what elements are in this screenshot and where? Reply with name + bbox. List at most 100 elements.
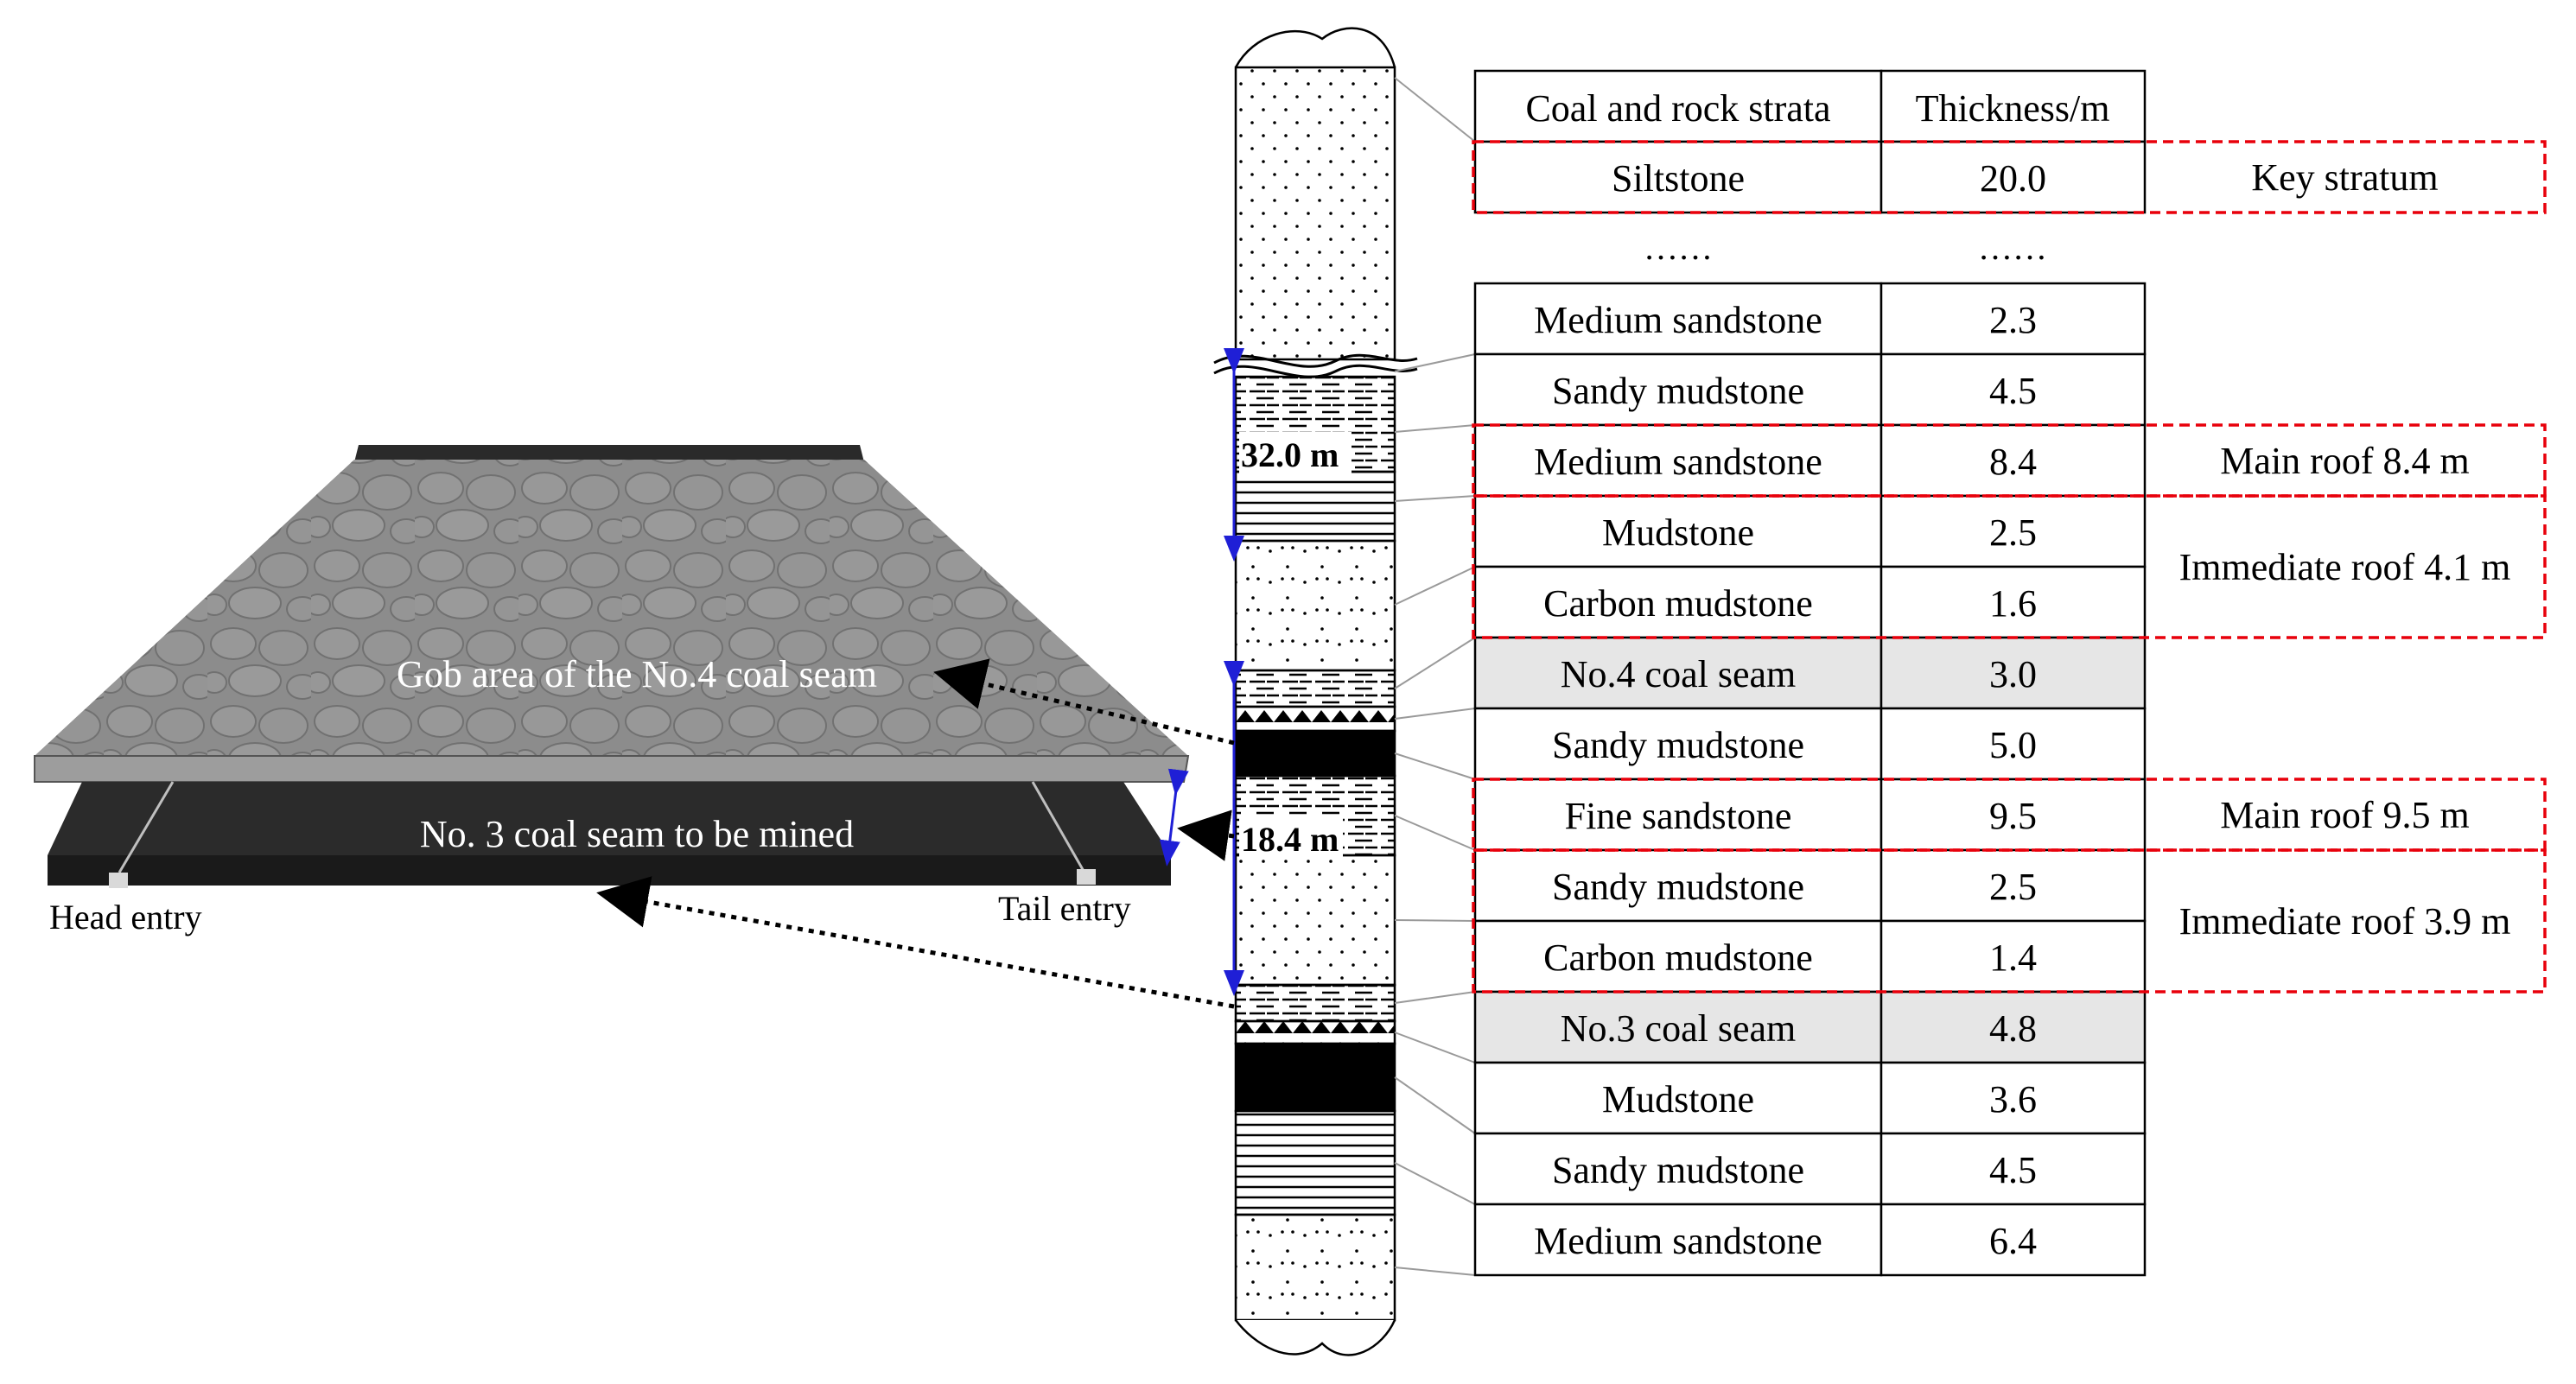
pointer-arrow-gap — [1177, 809, 1235, 861]
table-row-stratum: Sandy mudstone — [1552, 866, 1804, 908]
pointer-arrow-gob — [933, 658, 1235, 746]
layer-no4-coal — [1234, 729, 1396, 778]
layer-carbon-mudstone-1 — [1234, 705, 1396, 733]
table-row-stratum: No.4 coal seam — [1561, 653, 1796, 695]
table-row-thickness: 20.0 — [1980, 157, 2046, 200]
table-cell-thickness — [1880, 1203, 2147, 1277]
table-row-stratum: Sandy mudstone — [1552, 1149, 1804, 1191]
leader-line — [1394, 353, 1476, 372]
annotation-label: Main roof 8.4 m — [2220, 440, 2469, 482]
head-entry-label: Head entry — [49, 898, 202, 936]
table-row-thickness: 2.5 — [1989, 866, 2037, 908]
table-row-thickness: 8.4 — [1989, 441, 2037, 483]
leader-line — [1394, 1162, 1476, 1205]
leader-line — [1394, 495, 1476, 502]
table-cell-thickness — [1880, 1132, 2147, 1206]
table-cell-stratum — [1473, 1203, 1883, 1277]
table-cell-thickness — [1880, 848, 2147, 923]
annotation-label: Main roof 9.5 m — [2220, 794, 2469, 836]
table-row-thickness: 3.0 — [1989, 653, 2037, 695]
table-cell-thickness — [1880, 140, 2147, 214]
layer-sandstone-dotted-1 — [1234, 539, 1396, 672]
head-entry-marker — [109, 873, 128, 888]
table-row-stratum: Fine sandstone — [1565, 795, 1792, 837]
tail-entry-marker — [1077, 869, 1096, 885]
leader-line — [1394, 77, 1476, 143]
strata-column: 32.0 m 18.4 m — [1213, 27, 1418, 1356]
table-header-thickness: Thickness/m — [1916, 87, 2110, 130]
table-cell-stratum — [1473, 140, 1883, 214]
interval-upper-label: 32.0 m — [1241, 435, 1339, 474]
table-row-stratum: Carbon mudstone — [1543, 582, 1813, 625]
table-row-thickness: 5.0 — [1989, 724, 2037, 766]
table-row-stratum: No.3 coal seam — [1561, 1007, 1796, 1050]
table-cell-thickness — [1880, 1061, 2147, 1135]
annotation-label: Immediate roof 4.1 m — [2179, 546, 2511, 588]
pointer-arrow-seam — [596, 876, 1235, 1009]
seam-gap-arrow — [1159, 768, 1189, 867]
head-entry-line — [118, 781, 175, 873]
column-break-2 — [1213, 364, 1418, 378]
table-cell-stratum — [1473, 1132, 1883, 1206]
leader-line — [1394, 566, 1476, 606]
panel-3d: Gob area of the No.4 coal seam No. 3 coa… — [34, 445, 1190, 936]
table-row-stratum: Siltstone — [1612, 157, 1745, 200]
table-row-thickness: 2.3 — [1989, 299, 2037, 341]
gob-back-rim — [354, 445, 864, 462]
annotation-box — [1472, 848, 2547, 994]
table-cell-thickness — [1880, 636, 2147, 710]
layer-medium-sandstone-1 — [1234, 470, 1396, 543]
leader-line — [1394, 815, 1476, 851]
table-row-stratum: Carbon mudstone — [1543, 936, 1813, 979]
table-ellipsis-stratum: …… — [1644, 228, 1713, 267]
layer-mudstone-1 — [1234, 669, 1396, 708]
leader-line — [1394, 637, 1476, 689]
table-header-stratum: Coal and rock strata — [1525, 87, 1830, 130]
table-cell-stratum — [1473, 778, 1883, 852]
leader-line — [1394, 1076, 1476, 1134]
column-bottom-cap — [1234, 1319, 1396, 1356]
annotation-label: Immediate roof 3.9 m — [2179, 900, 2511, 943]
table-cell-thickness — [1880, 707, 2147, 781]
leader-line — [1394, 424, 1476, 433]
table-row-thickness: 4.5 — [1989, 370, 2037, 412]
table-row-thickness: 3.6 — [1989, 1078, 2037, 1121]
table-row-thickness: 1.6 — [1989, 582, 2037, 625]
table-cell-stratum — [1473, 282, 1883, 356]
table-row-stratum: Mudstone — [1602, 1078, 1754, 1121]
layer-no3-coal — [1234, 1042, 1396, 1113]
layer-medium-sandstone-2 — [1234, 1213, 1396, 1322]
gob-rock-texture — [35, 460, 1188, 756]
table-cell-thickness — [1880, 494, 2147, 568]
tail-entry-line — [1031, 781, 1086, 873]
annotation-box — [1472, 494, 2547, 639]
interval-upper-bg — [1239, 432, 1352, 473]
table-row-stratum: Sandy mudstone — [1552, 370, 1804, 412]
table-row-thickness: 2.5 — [1989, 511, 2037, 554]
table-cell-thickness — [1880, 423, 2147, 498]
layer-carbon-mudstone-2 — [1234, 1019, 1396, 1045]
gob-area-label: Gob area of the No.4 coal seam — [397, 653, 877, 695]
layer-siltstone — [1234, 66, 1396, 361]
lower-seam-label: No. 3 coal seam to be mined — [420, 813, 854, 855]
lower-seam-front — [48, 855, 1171, 886]
annotation-label: Key stratum — [2251, 156, 2438, 199]
table-row-stratum: Sandy mudstone — [1552, 724, 1804, 766]
lower-seam-block — [48, 782, 1171, 855]
table-header-cell-stratum — [1473, 69, 1883, 143]
table-ellipsis-thickness: …… — [1978, 228, 2047, 267]
leader-line — [1394, 752, 1476, 780]
table-cell-thickness — [1880, 919, 2147, 994]
table-cell-stratum — [1473, 352, 1883, 427]
leader-line — [1394, 991, 1476, 1004]
table-row-thickness: 9.5 — [1989, 795, 2037, 837]
strata-table: Coal and rock strata Thickness/m …… …… S… — [1472, 69, 2547, 1277]
leader-line — [1394, 1267, 1476, 1276]
gob-front-edge — [34, 755, 1190, 783]
table-row-stratum: Mudstone — [1602, 511, 1754, 554]
leader-line — [1394, 1032, 1476, 1063]
table-cell-stratum — [1473, 848, 1883, 923]
table-cell-stratum — [1473, 636, 1883, 710]
